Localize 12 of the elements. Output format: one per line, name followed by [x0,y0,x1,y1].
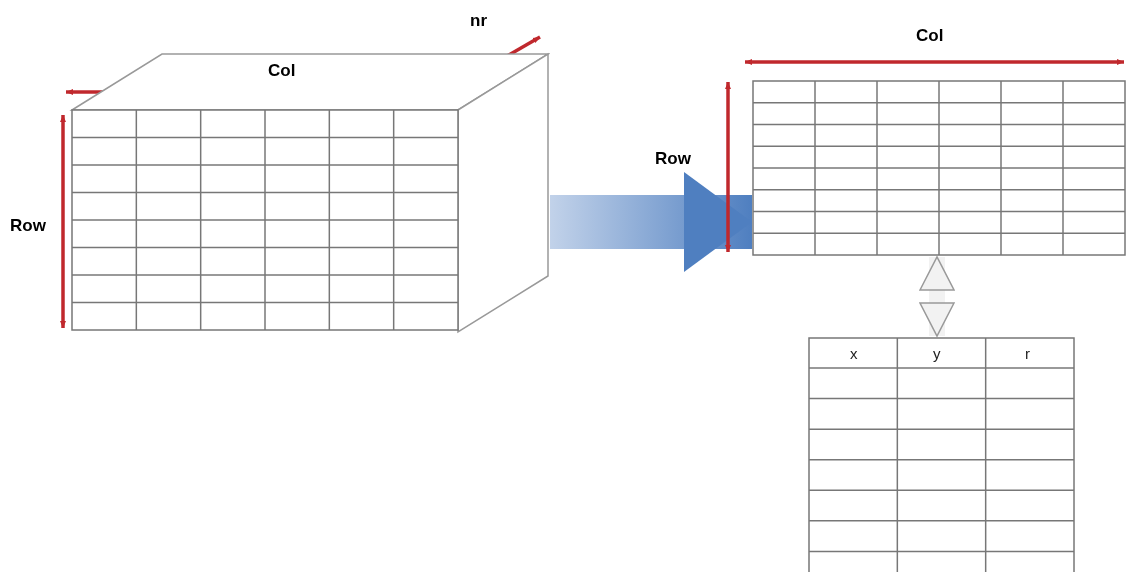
double-arrow [919,256,955,337]
column-header: x [850,346,858,361]
dimension-label: Row [655,150,691,167]
dimension-label: Row [10,217,46,234]
column-header: y [933,346,941,361]
data-table [808,337,1075,572]
dimension-label: Col [268,62,296,79]
dimension-label: nr [470,12,487,29]
matrix-grid [752,80,1126,256]
transform-arrow [550,172,752,272]
column-header: r [1025,346,1030,361]
dimension-label: Col [916,27,944,44]
